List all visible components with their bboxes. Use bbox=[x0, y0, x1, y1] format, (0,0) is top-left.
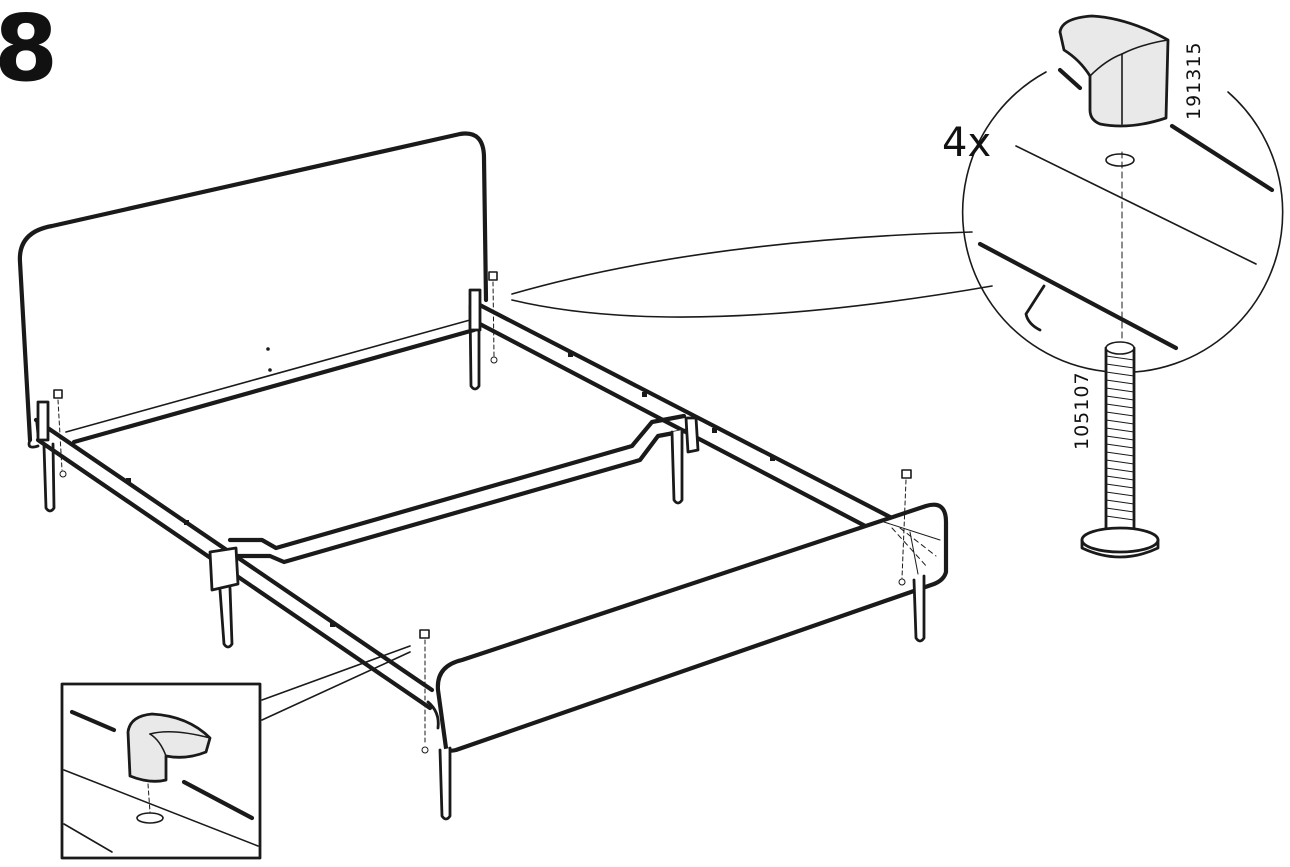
cap-part bbox=[1058, 14, 1170, 128]
center-beam bbox=[208, 413, 700, 649]
bed-assembly bbox=[17, 131, 993, 821]
cap-part-number: 191315 bbox=[1183, 41, 1205, 120]
corner-connector-head-right bbox=[468, 271, 498, 364]
headboard-rail bbox=[65, 319, 477, 445]
right-side-rail bbox=[471, 299, 895, 543]
detail-callout: 4x 191315 105107 bbox=[942, 14, 1284, 559]
headboard bbox=[17, 131, 489, 449]
leader-line-inset-lower bbox=[261, 651, 411, 721]
corner-connector-head-left bbox=[36, 389, 67, 478]
leader-line-inset-upper bbox=[261, 645, 411, 701]
step-number: 8 bbox=[0, 0, 58, 102]
inset-cap bbox=[126, 712, 212, 783]
inset-detail bbox=[60, 682, 262, 860]
quantity-label: 4x bbox=[942, 120, 991, 166]
corner-connector-foot-left bbox=[419, 629, 430, 754]
footboard-legs bbox=[438, 574, 926, 821]
corner-connector-foot-right bbox=[898, 469, 912, 586]
bolt-part bbox=[1080, 341, 1160, 559]
cap-hole bbox=[1105, 153, 1135, 167]
footboard bbox=[426, 502, 949, 753]
leader-line-detail-upper bbox=[511, 231, 973, 295]
inset-hole bbox=[136, 812, 164, 824]
bolt-part-number: 105107 bbox=[1071, 371, 1093, 450]
leader-line-detail-lower bbox=[511, 285, 993, 318]
